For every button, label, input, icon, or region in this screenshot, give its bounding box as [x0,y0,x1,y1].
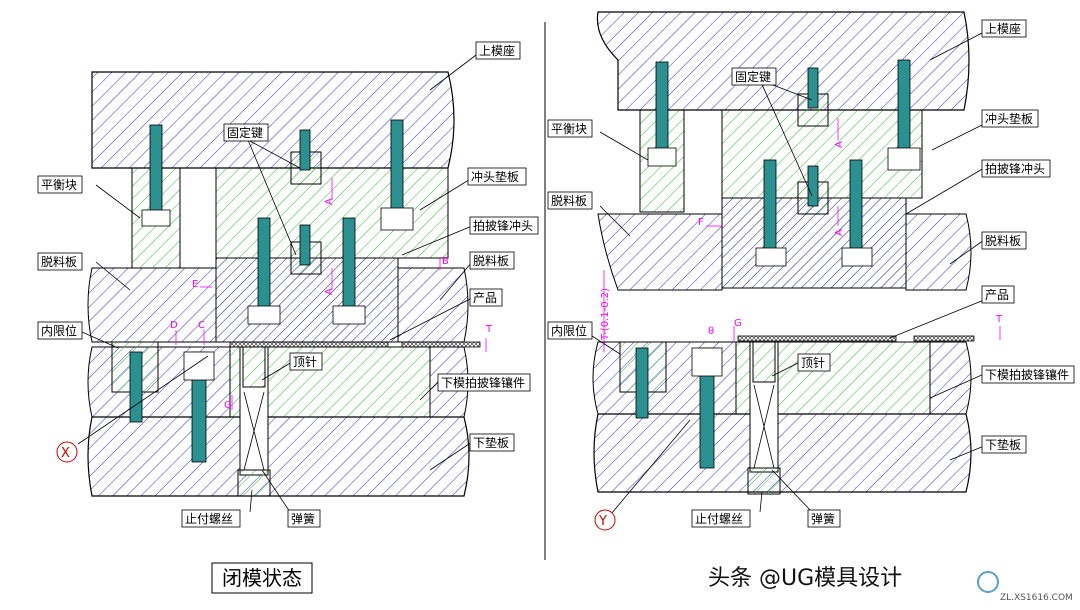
left-label-flatten-punch: 拍披锋冲头 [473,218,533,233]
right-stripper-plate-right [905,213,972,291]
left-label-lower-insert: 下模拍披锋镶件 [441,375,525,390]
left-label-inner-limit: 内限位 [41,323,77,338]
left-product-strip [229,341,389,348]
left-label-product: 产品 [473,291,497,305]
left-bolts [129,119,414,463]
watermark-text: 头条 @UG模具设计 [708,566,902,591]
right-spring [753,384,775,469]
right-label-punch-pad: 冲头垫板 [985,111,1033,126]
right-dim-g: G [734,318,742,329]
right-label-inner-limit: 内限位 [551,323,587,338]
left-product-strip-right [401,341,481,348]
right-label-ejector-pin: 顶针 [801,355,825,370]
right-label-spring: 弹簧 [811,511,835,526]
left-label-upper-die-seat: 上模座 [479,43,515,58]
right-upper-die-seat [596,11,970,111]
right-label-balance-block: 平衡块 [551,122,587,136]
right-dim-angle: θ [708,326,714,337]
left-stripper-plate-left [87,267,217,343]
left-dim-a1: A [324,198,335,205]
left-label-ejector-pin: 顶针 [293,354,317,369]
left-leader-lines [77,51,481,513]
right-label-lower-insert: 下模拍披锋镶件 [985,367,1069,382]
right-leader-lines [591,31,985,521]
right-callout-y: Y [598,514,607,529]
right-dim-t: T [995,314,1003,325]
right-lower-die-plate-right [929,341,972,415]
left-callout-circle [56,441,78,463]
right-label-lower-pad: 下垫板 [985,437,1021,452]
right-label-product: 产品 [985,288,1009,302]
right-view: A A F T-(0.1-0.2) G θ T 上模座 固定键 平衡块 冲头垫板… [547,11,1075,531]
left-dim-d: D [170,320,178,331]
left-label-stop-screw: 止付螺丝 [185,512,233,526]
left-label-spring: 弹簧 [291,511,315,526]
left-lower-pad-plate [87,416,470,497]
left-dim-e: E [192,279,198,290]
left-callout-x: X [61,446,70,461]
left-stop-screw [237,469,271,497]
left-labels: 上模座 冲头垫板 平衡块 固定键 脱料板 拍披锋冲头 脱料板 产品 内限位 顶针… [37,41,539,528]
left-label-balance-block: 平衡块 [41,178,77,192]
left-dimension-labels: A A B E D C G T [170,198,493,411]
watermark-site: ZL.XS1616.COM [1000,593,1073,603]
right-product-strip [737,335,897,342]
left-dim-c: C [198,320,205,331]
right-labels: 上模座 固定键 平衡块 冲头垫板 拍披锋冲头 脱料板 脱料板 产品 内限位 顶针… [547,19,1075,528]
left-dim-g: G [224,400,232,411]
right-bolts [635,59,921,469]
left-dim-t: T [485,324,493,335]
left-view: A A B E D C G T 上模座 冲头垫板 平衡块 固定键 脱料板 拍披锋… [37,41,539,594]
right-dim-a1: A [834,141,845,148]
watermark: 头条 @UG模具设计 ZL.XS1616.COM [708,566,1073,603]
left-label-fixing-key: 固定键 [227,125,263,140]
right-label-stop-screw: 止付螺丝 [695,512,743,526]
left-dimension-lines [175,178,487,410]
right-ejector-pin [752,341,776,383]
left-label-punch-pad: 冲头垫板 [471,169,519,184]
right-label-upper-die-seat: 上模座 [985,21,1021,36]
left-dim-b: B [442,256,449,267]
right-dim-f: F [698,217,704,228]
right-lower-pad-plate [593,413,972,493]
right-stop-screw [747,467,781,495]
right-dimension-lines [603,118,1001,352]
watermark-logo-icon [977,571,999,593]
right-label-stripper-left: 脱料板 [551,193,587,208]
right-label-stripper-right: 脱料板 [985,233,1021,248]
right-label-flatten-punch: 拍披锋冲头 [985,161,1045,176]
left-label-lower-pad: 下垫板 [473,435,509,450]
right-dim-a2: A [834,229,845,236]
left-caption: 闭模状态 [222,566,302,590]
left-label-stripper-right: 脱料板 [473,253,509,268]
left-ejector-pin [242,346,266,388]
left-dim-a2: A [324,288,335,295]
right-dim-t-range: T-(0.1-0.2) [600,288,611,341]
left-spring [243,391,265,471]
right-callout-circle [594,509,616,531]
left-label-stripper-left: 脱料板 [41,254,77,269]
right-dimension-labels: A A F T-(0.1-0.2) G θ T [600,141,1003,341]
right-product-strip-right [913,335,975,342]
right-label-fixing-key: 固定键 [735,69,771,84]
right-stripper-plate-left [597,213,723,291]
